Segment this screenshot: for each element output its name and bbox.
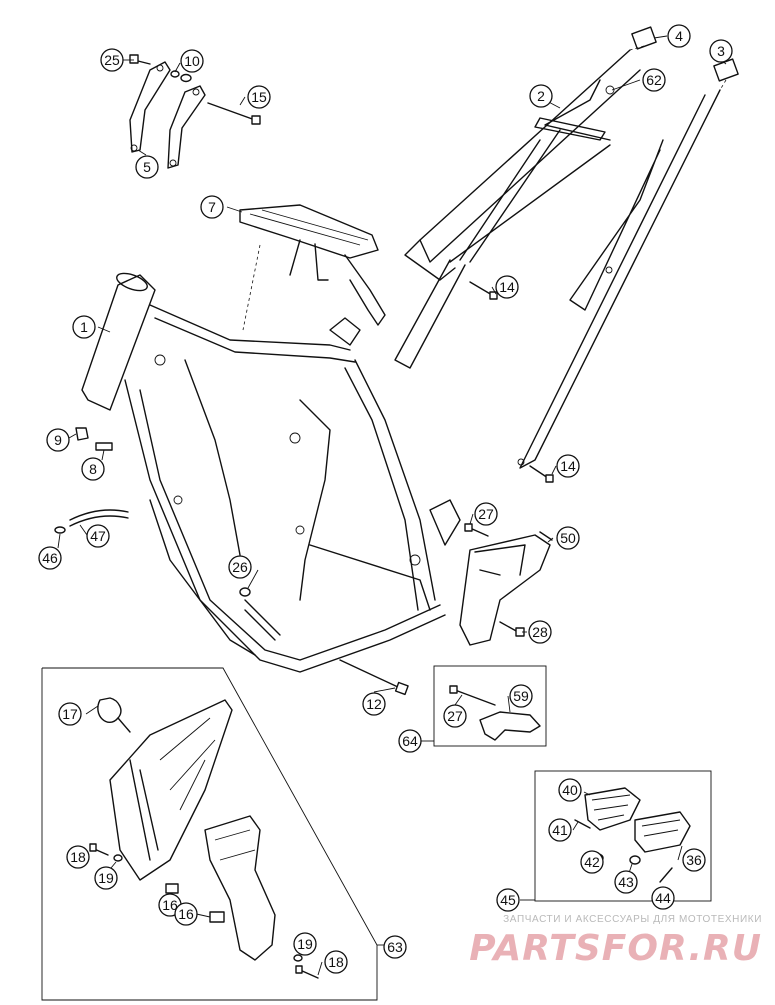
rear-subframe-bolts <box>469 281 554 483</box>
svg-text:25: 25 <box>104 52 120 68</box>
svg-text:2: 2 <box>537 88 545 104</box>
callout-17: 17 <box>58 702 82 726</box>
svg-text:59: 59 <box>513 688 529 704</box>
callout-64: 64 <box>398 729 422 753</box>
svg-text:45: 45 <box>500 892 516 908</box>
svg-text:4: 4 <box>675 28 683 44</box>
callout-41: 41 <box>548 818 572 842</box>
callout-10: 10 <box>180 49 204 73</box>
callout-45: 45 <box>496 888 520 912</box>
svg-text:36: 36 <box>686 852 702 868</box>
callout-59: 59 <box>509 684 533 708</box>
side-stand-bracket <box>459 523 553 646</box>
callout-44: 44 <box>651 886 675 910</box>
engine-brackets <box>129 54 261 169</box>
svg-text:43: 43 <box>618 874 634 890</box>
callout-18a: 18 <box>66 845 90 869</box>
callout-2: 2 <box>529 84 553 108</box>
callout-7: 7 <box>200 195 224 219</box>
callout-15: 15 <box>247 85 271 109</box>
box-64-parts <box>449 685 541 741</box>
callout-14b: 14 <box>556 454 580 478</box>
footpeg-parts <box>574 787 691 883</box>
callout-25: 25 <box>100 48 124 72</box>
svg-text:12: 12 <box>366 696 382 712</box>
callout-19a: 19 <box>94 866 118 890</box>
callout-12: 12 <box>362 692 386 716</box>
svg-text:40: 40 <box>562 782 578 798</box>
callout-62: 62 <box>642 68 666 92</box>
svg-text:44: 44 <box>655 890 671 906</box>
svg-text:15: 15 <box>251 89 267 105</box>
callout-14a: 14 <box>495 275 519 299</box>
group-box-45 <box>520 770 712 902</box>
frame-small-parts <box>54 427 409 696</box>
callout-8: 8 <box>81 457 105 481</box>
svg-text:3: 3 <box>717 43 725 59</box>
svg-text:18: 18 <box>328 954 344 970</box>
svg-text:63: 63 <box>387 939 403 955</box>
callout-42: 42 <box>580 850 604 874</box>
svg-text:14: 14 <box>560 458 576 474</box>
svg-text:18: 18 <box>70 849 86 865</box>
callout-36: 36 <box>682 848 706 872</box>
svg-text:8: 8 <box>89 461 97 477</box>
rear-subframe <box>394 26 739 469</box>
callout-28: 28 <box>528 620 552 644</box>
watermark: ЗАПЧАСТИ И АКСЕССУАРЫ ДЛЯ МОТОТЕХНИКИ PA… <box>469 914 762 969</box>
callout-63: 63 <box>383 935 407 959</box>
callout-4: 4 <box>667 24 691 48</box>
svg-text:47: 47 <box>90 528 106 544</box>
callout-26: 26 <box>228 555 252 579</box>
svg-text:16: 16 <box>162 897 178 913</box>
svg-text:17: 17 <box>62 706 78 722</box>
svg-text:28: 28 <box>532 624 548 640</box>
svg-text:9: 9 <box>54 432 62 448</box>
callout-19b: 19 <box>293 932 317 956</box>
frame-protectors <box>89 697 319 979</box>
svg-text:PARTSFOR.RU: PARTSFOR.RU <box>469 928 762 969</box>
svg-text:7: 7 <box>208 199 216 215</box>
svg-text:42: 42 <box>584 854 600 870</box>
callout-40: 40 <box>558 778 582 802</box>
svg-text:16: 16 <box>178 906 194 922</box>
callout-27a: 27 <box>474 502 498 526</box>
svg-text:14: 14 <box>499 279 515 295</box>
callout-27b: 27 <box>443 704 467 728</box>
group-box-64 <box>420 665 547 747</box>
callout-9: 9 <box>46 428 70 452</box>
svg-text:19: 19 <box>98 870 114 886</box>
svg-text:26: 26 <box>232 559 248 575</box>
callout-16-second: 16 <box>174 902 198 926</box>
svg-text:46: 46 <box>42 550 58 566</box>
svg-text:50: 50 <box>560 530 576 546</box>
svg-text:19: 19 <box>297 936 313 952</box>
svg-text:10: 10 <box>184 53 200 69</box>
callout-18b: 18 <box>324 950 348 974</box>
svg-text:27: 27 <box>447 708 463 724</box>
svg-text:5: 5 <box>143 159 151 175</box>
main-frame <box>81 272 461 673</box>
svg-text:41: 41 <box>552 822 568 838</box>
tank-mount-bracket <box>239 204 386 331</box>
callout-3: 3 <box>709 39 733 63</box>
svg-text:ЗАПЧАСТИ И АКСЕССУАРЫ ДЛЯ МОТО: ЗАПЧАСТИ И АКСЕССУАРЫ ДЛЯ МОТОТЕХНИКИ <box>503 914 762 925</box>
callout-50: 50 <box>556 526 580 550</box>
svg-text:64: 64 <box>402 733 418 749</box>
callout-47: 47 <box>86 524 110 548</box>
svg-text:62: 62 <box>646 72 662 88</box>
callout-43: 43 <box>614 870 638 894</box>
svg-text:27: 27 <box>478 506 494 522</box>
callout-46: 46 <box>38 546 62 570</box>
svg-text:1: 1 <box>80 319 88 335</box>
callout-1: 1 <box>72 315 96 339</box>
callout-5: 5 <box>135 155 159 179</box>
